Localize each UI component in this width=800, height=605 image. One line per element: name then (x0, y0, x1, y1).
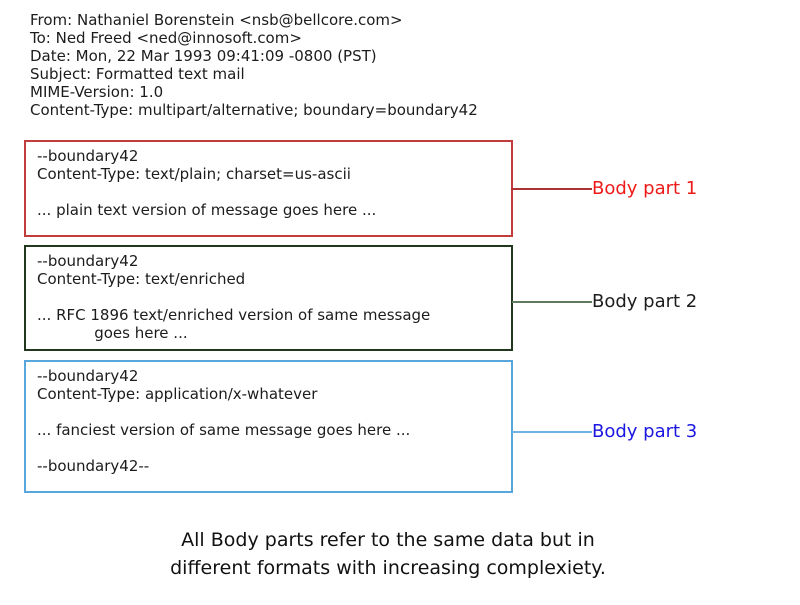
body-part-1-connector-line (511, 188, 592, 190)
email-headers-block: From: Nathaniel Borenstein <nsb@bellcore… (30, 11, 478, 119)
box-text-line: --boundary42 (37, 252, 139, 270)
header-line-from: From: Nathaniel Borenstein <nsb@bellcore… (30, 11, 403, 29)
box-text-line: ... plain text version of message goes h… (37, 201, 377, 219)
header-line-to: To: Ned Freed <ned@innosoft.com> (30, 29, 302, 47)
header-line-mime-version: MIME-Version: 1.0 (30, 83, 164, 101)
body-part-1-label: Body part 1 (592, 178, 698, 199)
body-part-3-label: Body part 3 (592, 421, 698, 442)
box-text-line: ... RFC 1896 text/enriched version of sa… (37, 306, 431, 324)
body-part-2-label: Body part 2 (592, 291, 698, 312)
body-part-3-box: --boundary42 Content-Type: application/x… (24, 360, 513, 493)
body-part-3-connector-line (512, 431, 592, 433)
box-text-line: Content-Type: text/plain; charset=us-asc… (37, 165, 351, 183)
body-part-2-box: --boundary42 Content-Type: text/enriched… (24, 245, 513, 351)
caption-line: different formats with increasing comple… (170, 557, 606, 579)
caption-line: All Body parts refer to the same data bu… (181, 529, 595, 551)
box-text-line: Content-Type: application/x-whatever (37, 385, 318, 403)
header-line-date: Date: Mon, 22 Mar 1993 09:41:09 -0800 (P… (30, 47, 377, 65)
box-text-line: --boundary42 (37, 147, 139, 165)
body-part-2-connector-line (512, 301, 592, 303)
box-text-line: ... fanciest version of same message goe… (37, 421, 411, 439)
box-blank-line (37, 183, 505, 201)
box-blank-line (37, 288, 505, 306)
header-line-subject: Subject: Formatted text mail (30, 65, 245, 83)
header-line-content-type: Content-Type: multipart/alternative; bou… (30, 101, 478, 119)
body-part-1-box: --boundary42 Content-Type: text/plain; c… (24, 140, 513, 237)
diagram-caption: All Body parts refer to the same data bu… (0, 526, 776, 582)
box-text-line: --boundary42 (37, 367, 139, 385)
box-text-line: Content-Type: text/enriched (37, 270, 246, 288)
box-text-line: --boundary42-- (37, 457, 150, 475)
box-text-line: goes here ... (37, 324, 188, 342)
box-blank-line (37, 439, 505, 457)
box-blank-line (37, 403, 505, 421)
